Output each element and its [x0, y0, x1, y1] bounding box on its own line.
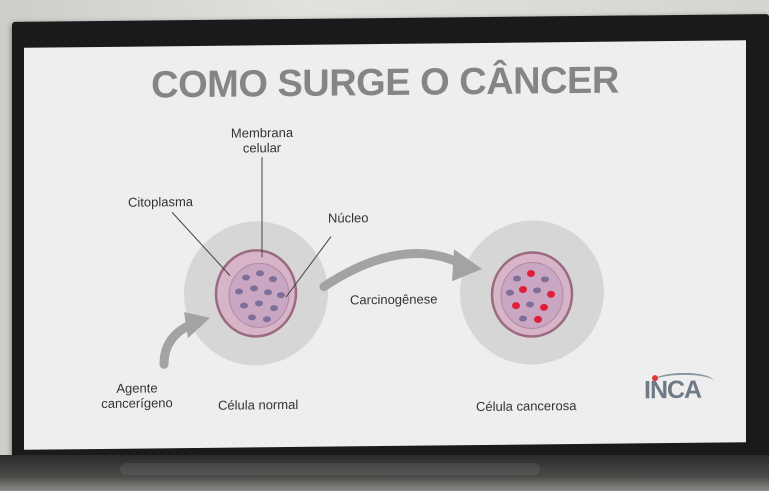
carcinogenesis-label: Carcinogênese	[350, 291, 437, 307]
agent-label-line1: Agente	[94, 380, 180, 396]
desk-foreground	[0, 455, 769, 491]
membrane-label-line2: celular	[220, 140, 304, 156]
membrane-label-line1: Membrana	[220, 125, 304, 141]
inca-logo: INCA	[644, 376, 701, 406]
cancer-cell-label: Célula cancerosa	[476, 398, 576, 414]
carcinogenesis-arrow	[324, 253, 464, 287]
membrane-label: Membrana celular	[220, 125, 304, 156]
screen-reflection	[120, 463, 540, 475]
nucleus-label: Núcleo	[328, 210, 368, 225]
agent-label-line2: cancerígeno	[94, 395, 180, 411]
normal-cell-label: Célula normal	[218, 397, 298, 413]
agent-label: Agente cancerígeno	[94, 380, 180, 411]
cytoplasm-label: Citoplasma	[128, 194, 193, 210]
slide-screen: COMO SURGE O CÂNCER	[24, 40, 746, 450]
